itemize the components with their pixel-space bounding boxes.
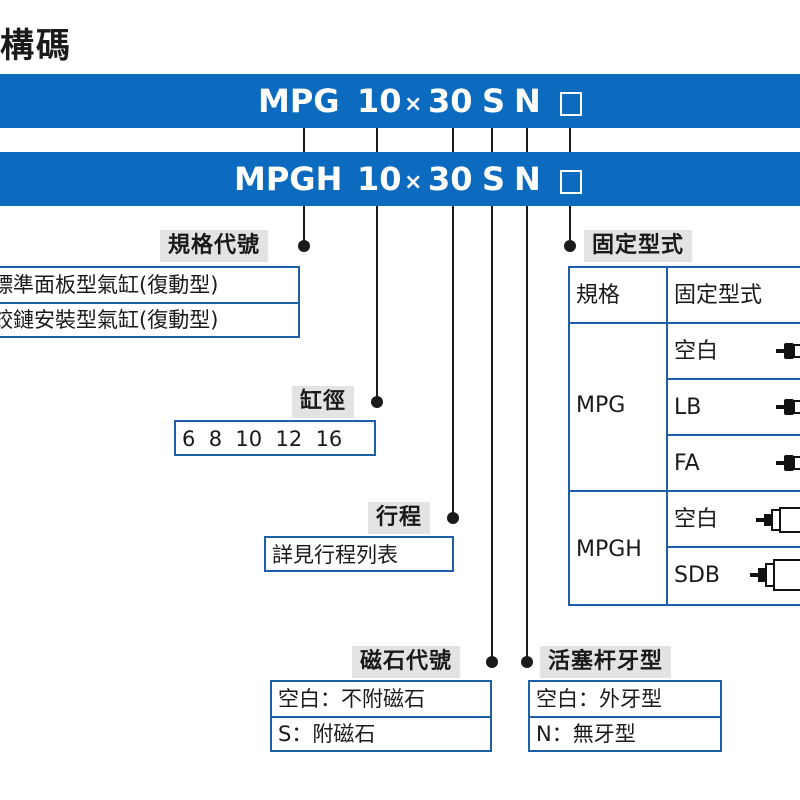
spec-code-label: 規格代號 [160,230,269,262]
magnet-code-item: S：附磁石 [278,722,376,746]
rod-type-box: 空白：外牙型 N：無牙型 [528,680,722,752]
mount-table-option: 空白 [674,339,719,364]
rod-type-item: 空白：外牙型 [536,687,662,711]
mount-type-table: 規格 固定型式 MPG 空白 LB FA MPGH 空白 SDB [568,266,800,606]
code-mount-placeholder-box [560,92,582,116]
rod-type-item: N：無牙型 [536,722,636,746]
connector-line [569,206,571,244]
code-mount-placeholder-box [560,170,582,194]
page-title: 構碼 [0,26,72,66]
mount-table-option: 空白 [674,507,719,532]
connector-line [303,206,305,244]
model-code-bar-mpg: MPG 10 × 30 S N [0,74,800,128]
connector-line [376,128,378,152]
code-rod: N [514,82,541,120]
connector-line [452,128,454,152]
mount-table-header-mount: 固定型式 [674,283,763,308]
connector-line [376,206,378,402]
rod-type-label: 活塞杆牙型 [540,646,672,678]
magnet-code-label: 磁石代號 [352,646,461,678]
connector-line [526,206,528,660]
cylinder-icon [756,507,800,533]
connector-line [491,128,493,152]
mount-table-spec: MPG [576,393,626,418]
spec-code-item: 標準面板型氣缸(復動型) [0,273,219,297]
stroke-box: 詳見行程列表 [264,536,454,572]
magnet-code-box: 空白：不附磁石 S：附磁石 [270,680,492,752]
connector-line [491,206,493,660]
stroke-label: 行程 [368,502,431,534]
mount-table-option: LB [674,395,702,420]
code-rod: N [514,160,541,198]
spec-code-item: 鉸鏈安裝型氣缸(復動型) [0,308,219,332]
code-model: MPG [258,82,340,120]
mount-table-header-spec: 規格 [576,283,621,308]
code-times-sign: × [404,92,423,117]
cylinder-icon [776,399,800,415]
cylinder-icon [776,343,800,359]
mount-table-option: SDB [674,563,720,588]
code-stroke: 30 [428,82,473,120]
code-stroke: 30 [428,160,473,198]
bore-values: 6 8 10 12 16 [182,427,343,451]
connector-dot [298,240,310,252]
connector-line [569,128,571,152]
connector-line [452,206,454,518]
magnet-code-item: 空白：不附磁石 [278,687,425,711]
mount-table-option: FA [674,451,700,476]
bore-box: 6 8 10 12 16 [174,420,376,456]
connector-line [303,128,305,152]
connector-dot [564,240,576,252]
model-code-bar-mpgh: MPGH 10 × 30 S N [0,152,800,206]
stroke-value: 詳見行程列表 [272,543,398,567]
code-bore: 10 [357,160,402,198]
code-magnet: S [482,160,506,198]
cylinder-icon [776,455,800,471]
connector-line [526,128,528,152]
mount-table-spec: MPGH [576,537,642,562]
connector-dot [521,656,533,668]
code-magnet: S [482,82,506,120]
code-times-sign: × [404,170,423,195]
code-bore: 10 [357,82,402,120]
connector-dot [486,656,498,668]
spec-code-box: 標準面板型氣缸(復動型) 鉸鏈安裝型氣缸(復動型) [0,266,300,338]
mount-type-label: 固定型式 [584,230,693,262]
cylinder-icon [750,559,800,591]
connector-dot [447,512,459,524]
bore-label: 缸徑 [292,386,355,418]
connector-dot [371,396,383,408]
code-model: MPGH [234,160,343,198]
